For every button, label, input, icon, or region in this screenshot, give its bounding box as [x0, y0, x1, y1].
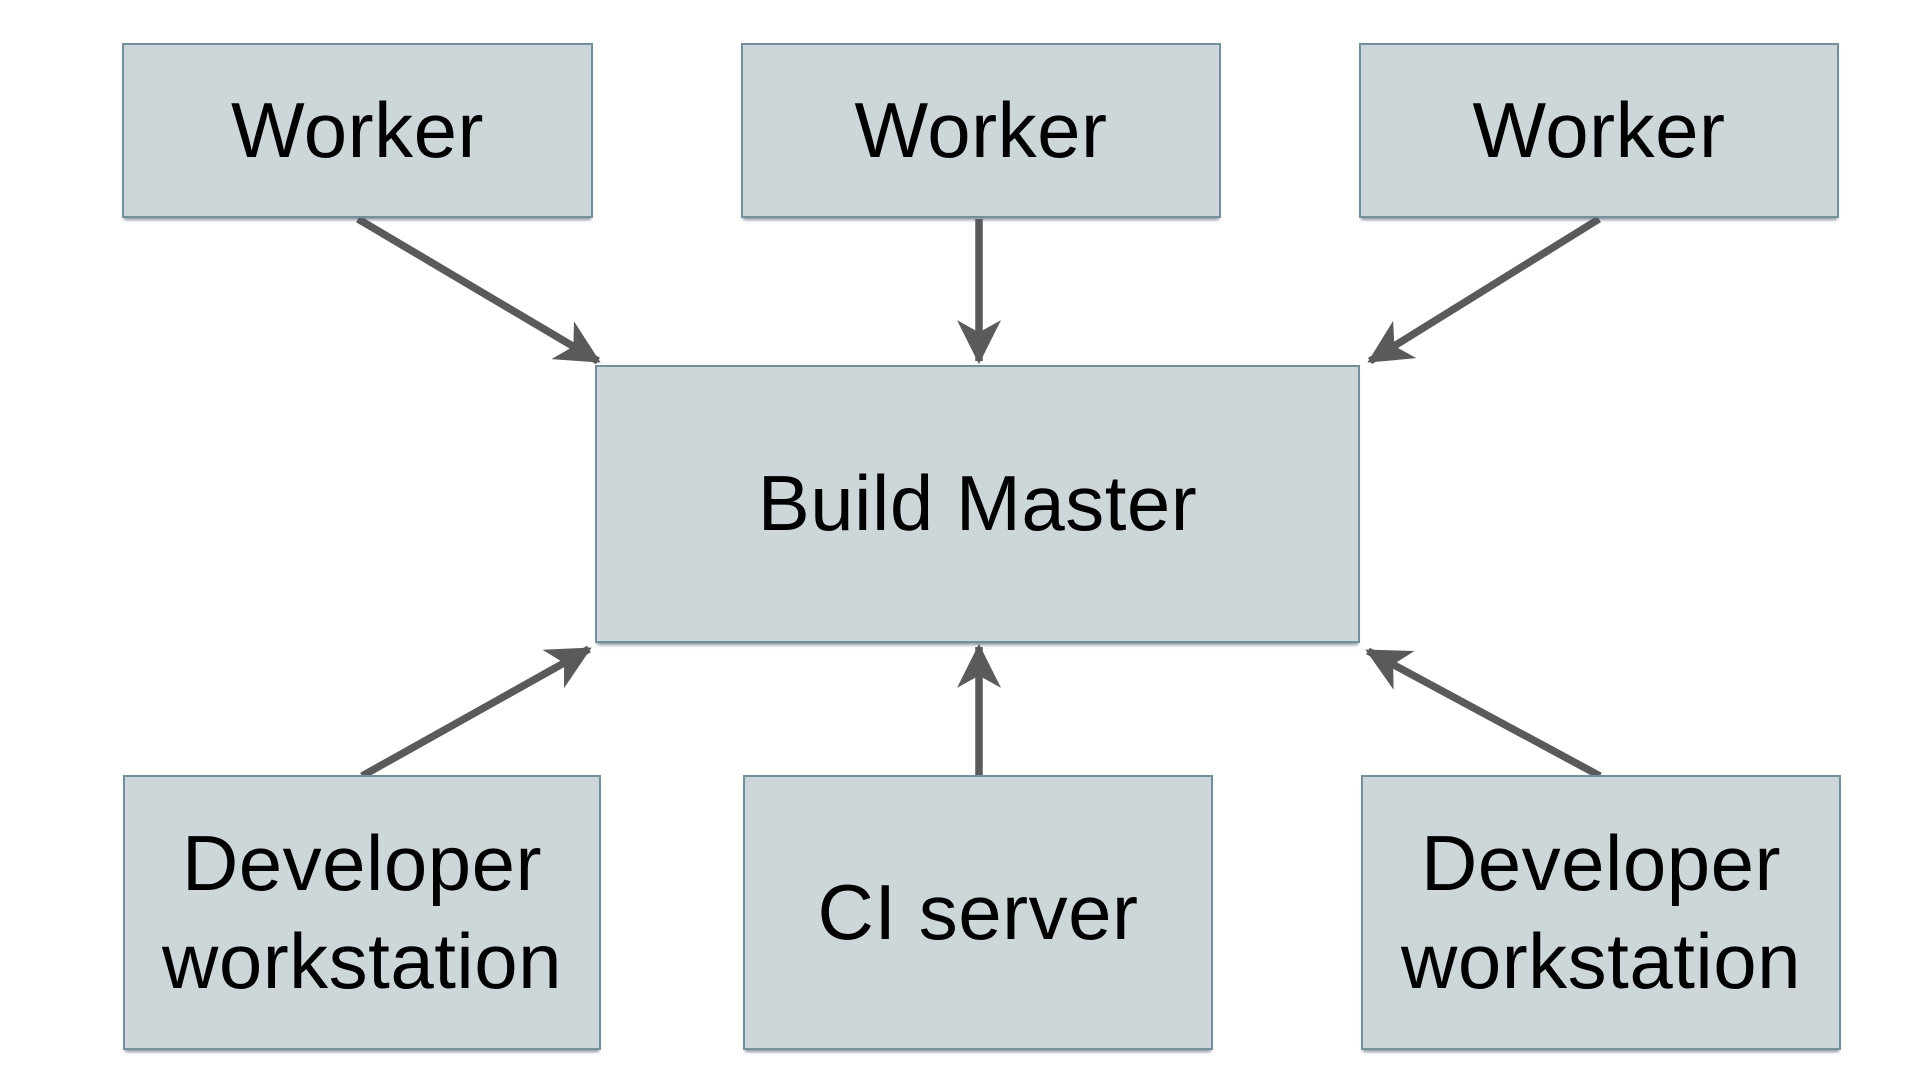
node-build-master: Build Master	[595, 365, 1360, 643]
node-worker-1-label: Worker	[231, 85, 484, 174]
node-ci-server: CI server	[743, 775, 1213, 1050]
node-worker-3-label: Worker	[1472, 85, 1726, 174]
node-worker-2: Worker	[741, 43, 1221, 218]
arrow-worker3-to-buildMaster	[1367, 215, 1601, 365]
arrow-devWs1-to-buildMaster	[360, 645, 592, 780]
node-developer-workstation-2: Developer workstation	[1361, 775, 1841, 1050]
node-worker-2-label: Worker	[854, 85, 1108, 174]
node-developer-workstation-1-label: Developer workstation	[162, 819, 562, 1005]
node-developer-workstation-1: Developer workstation	[123, 775, 601, 1050]
arrow-devWs2-to-buildMaster	[1365, 647, 1602, 780]
arrow-worker1-to-buildMaster	[356, 215, 601, 365]
node-worker-1: Worker	[122, 43, 593, 218]
node-ci-server-label: CI server	[817, 867, 1139, 956]
node-developer-workstation-2-label: Developer workstation	[1401, 819, 1801, 1005]
node-worker-3: Worker	[1359, 43, 1839, 218]
node-build-master-label: Build Master	[757, 459, 1198, 548]
